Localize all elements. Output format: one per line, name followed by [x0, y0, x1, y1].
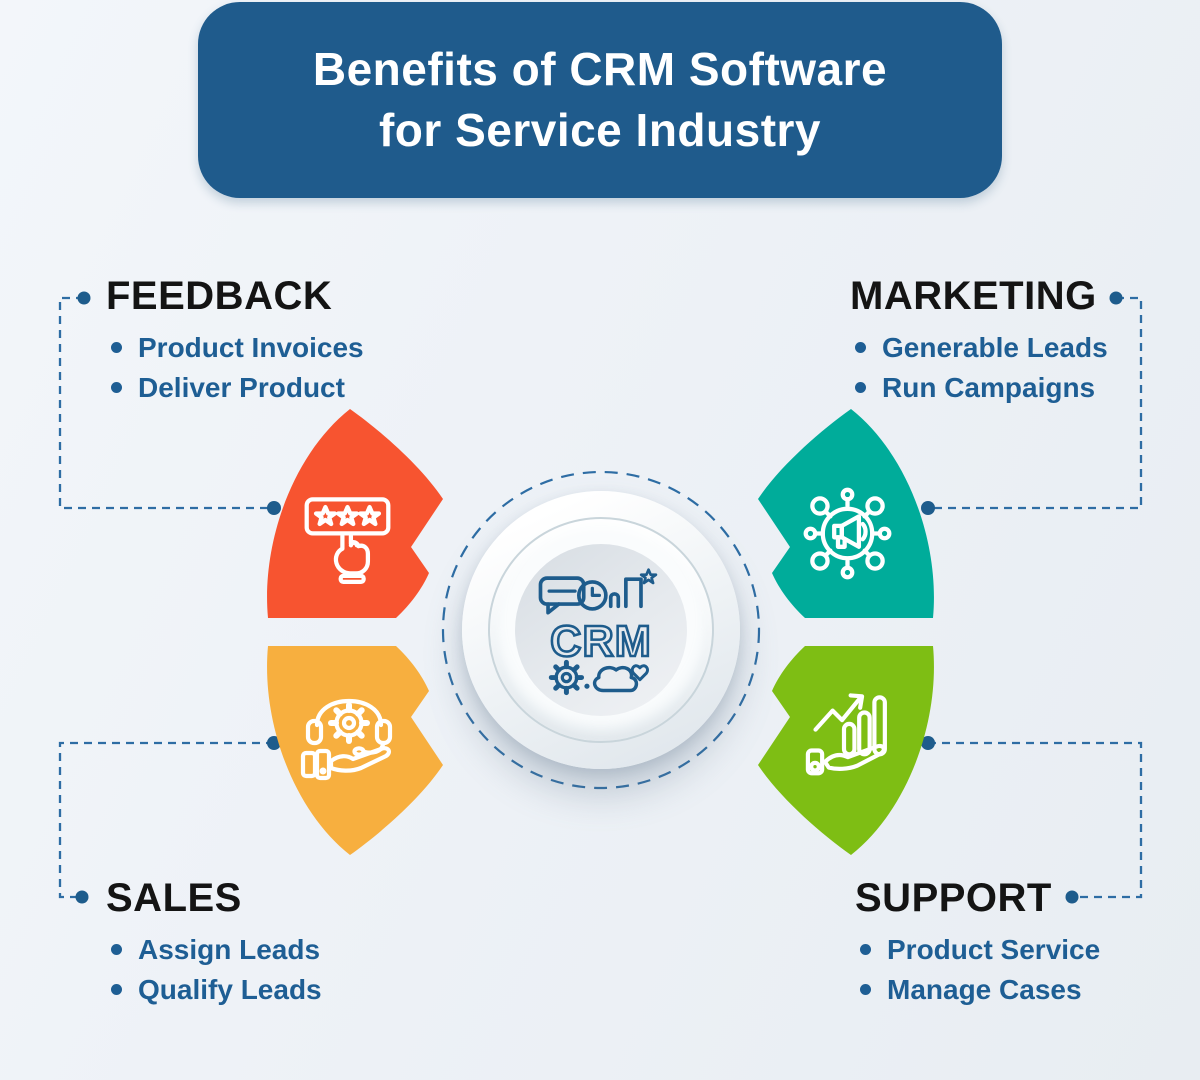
bullet-dot [860, 984, 871, 995]
list-item: Product Invoices [111, 332, 364, 364]
connector-lines [58, 296, 1143, 899]
bullet-dot [855, 382, 866, 393]
bullet-label: Generable Leads [882, 332, 1108, 363]
sales-heading: SALES [106, 876, 242, 920]
bullet-label: Deliver Product [138, 372, 345, 403]
bullet-label: Manage Cases [887, 974, 1082, 1005]
list-item: Product Service [860, 934, 1100, 966]
title-line-1: Benefits of CRM Software [312, 43, 888, 95]
sales-bullets: Assign Leads Qualify Leads [106, 934, 322, 1006]
growth-chart-icon [805, 693, 887, 776]
bullet-label: Product Invoices [138, 332, 364, 363]
title-banner: Benefits of CRM Software for Service Ind… [198, 2, 1002, 198]
marketing-bullets: Generable Leads Run Campaigns [850, 332, 1108, 404]
hub-dashed-ring [441, 470, 761, 790]
bullet-dot [111, 342, 122, 353]
bullet-label: Run Campaigns [882, 372, 1096, 403]
list-item: Deliver Product [111, 372, 364, 404]
marketing-heading: MARKETING [850, 274, 1097, 318]
list-item: Qualify Leads [111, 974, 322, 1006]
crm-icon: CRM [538, 568, 658, 696]
support-bullets: Product Service Manage Cases [855, 934, 1100, 1006]
marketing-section: MARKETING Generable Leads Run Campaigns [850, 274, 1108, 412]
list-item: Manage Cases [860, 974, 1100, 1006]
megaphone-network-icon [803, 487, 892, 580]
title-line-2: for Service Industry [378, 104, 822, 156]
marketing-petal [758, 409, 934, 618]
bullet-dot [111, 984, 122, 995]
crm-label: CRM [550, 618, 652, 666]
rating-stars-icon [304, 497, 391, 584]
hub-inner-circle: CRM [515, 544, 687, 716]
bullet-label: Assign Leads [138, 934, 321, 965]
bullet-label: Qualify Leads [138, 974, 322, 1005]
marketing-connector [928, 296, 1143, 510]
bullet-dot [860, 944, 871, 955]
list-item: Generable Leads [855, 332, 1108, 364]
feedback-connector [58, 296, 274, 510]
sales-connector [58, 741, 274, 899]
support-section: SUPPORT Product Service Manage Cases [855, 876, 1100, 1014]
connector-dots [75, 291, 1123, 904]
support-heading: SUPPORT [855, 876, 1052, 920]
support-headset-icon [300, 698, 393, 781]
support-connector [928, 741, 1143, 899]
feedback-section: FEEDBACK Product Invoices Deliver Produc… [106, 274, 364, 412]
feedback-bullets: Product Invoices Deliver Product [106, 332, 364, 404]
bullet-dot [111, 944, 122, 955]
list-item: Assign Leads [111, 934, 322, 966]
sales-section: SALES Assign Leads Qualify Leads [106, 876, 322, 1014]
bullet-dot [855, 342, 866, 353]
bullet-dot [111, 382, 122, 393]
feedback-heading: FEEDBACK [106, 274, 333, 318]
bullet-label: Product Service [887, 934, 1101, 965]
list-item: Run Campaigns [855, 372, 1108, 404]
